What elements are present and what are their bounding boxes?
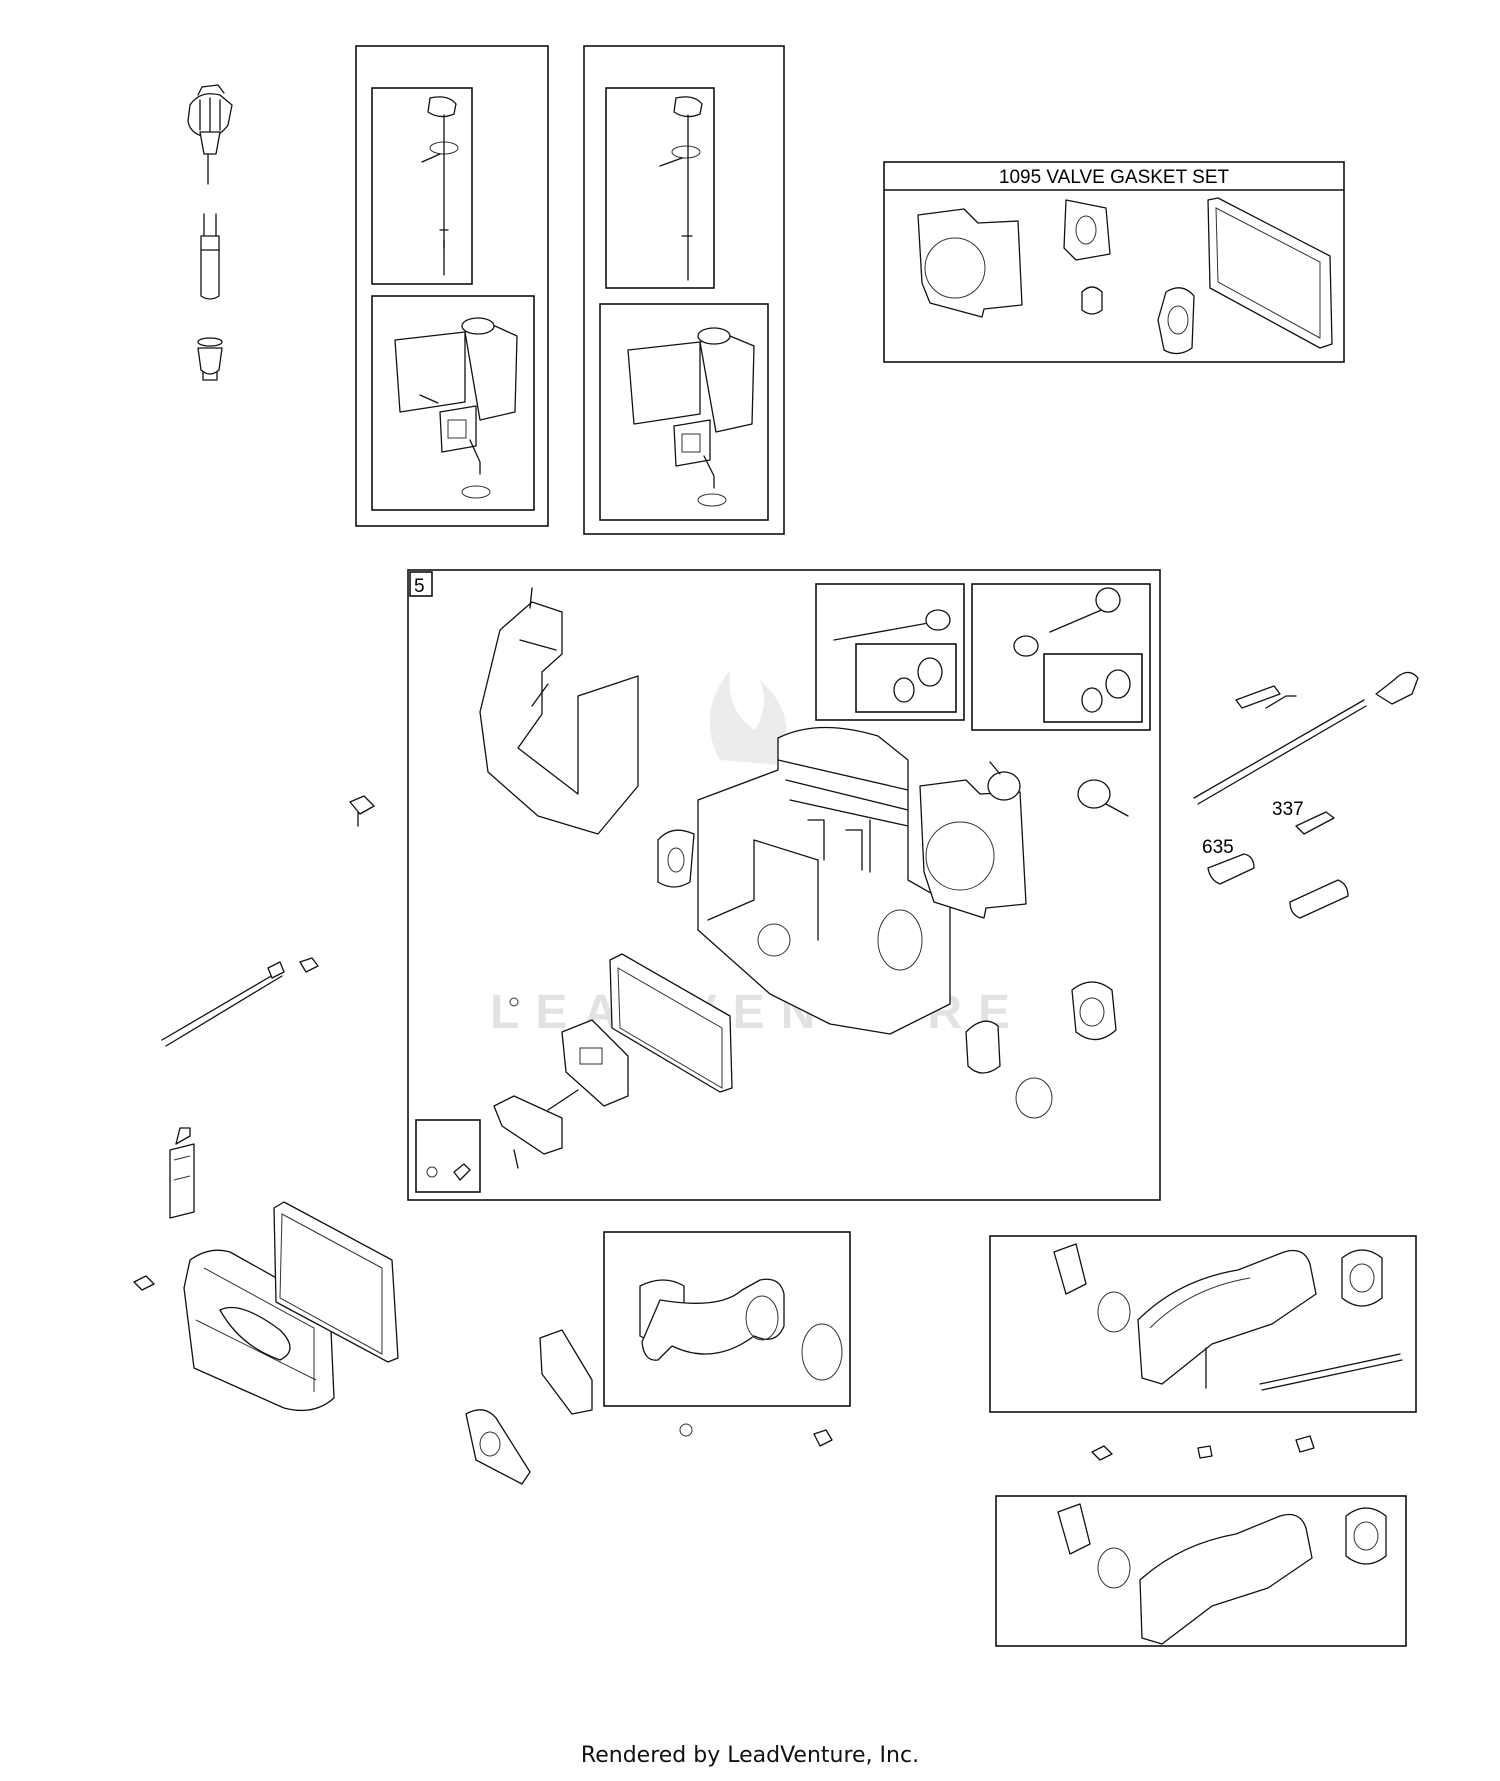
callout-635: 635 <box>1202 837 1234 858</box>
exhaust-fasteners <box>1091 1435 1315 1461</box>
exhaust-manifold-box-1 <box>989 1235 1417 1413</box>
exhaust-manifold-box-2 <box>995 1495 1407 1647</box>
dipstick-tube-assembly <box>187 84 233 381</box>
valve-cover-assembly <box>183 1201 399 1412</box>
valve-gasket-set-label: 1095 VALVE GASKET SET <box>999 167 1230 188</box>
footer-credit: Rendered by LeadVenture, Inc. <box>580 1743 920 1768</box>
cylinder-head-box: 5 <box>407 569 1161 1201</box>
pushrod-group: 337 635 <box>1193 671 1419 919</box>
valve-gasket-set-box: 1095 VALVE GASKET SET <box>883 161 1345 363</box>
oil-fill-kit-box-1 <box>355 45 549 527</box>
intake-elbow-box <box>465 1231 851 1485</box>
cylinder-head-box-label: 5 <box>414 576 425 597</box>
left-fasteners <box>133 795 375 1291</box>
callout-337: 337 <box>1272 799 1304 820</box>
oil-fill-kit-box-2 <box>583 45 785 535</box>
